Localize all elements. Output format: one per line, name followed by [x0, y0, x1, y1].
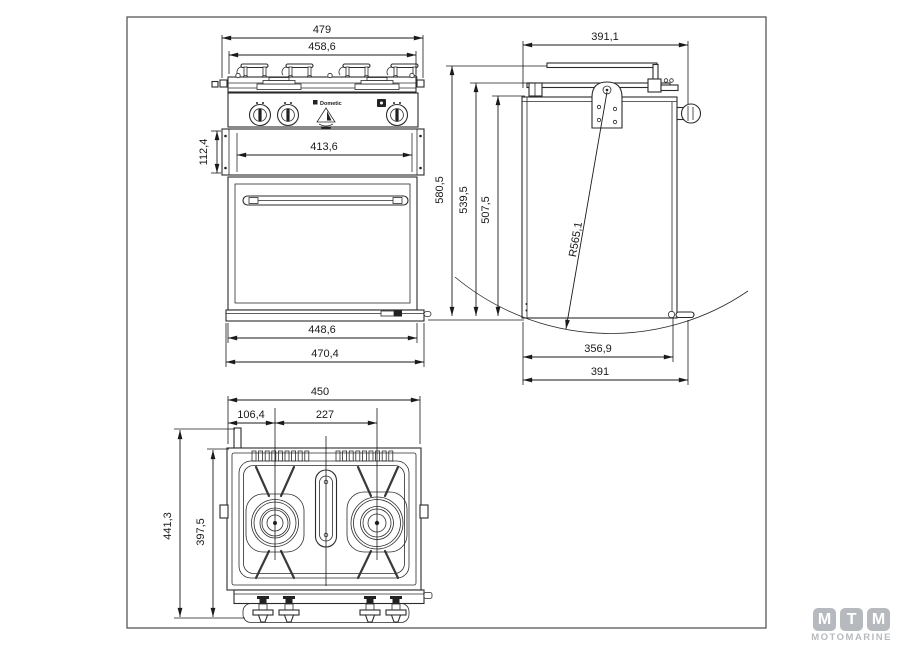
- top-dimensions: 450 106,4 227 441,3 397,5: [162, 386, 421, 619]
- dim-top-burner-offset: 106,4: [237, 409, 265, 421]
- radius-leader: [565, 91, 608, 330]
- dim-top-width: 450: [311, 386, 329, 398]
- logo-letter: M: [867, 608, 891, 631]
- gimbal-cradle: [242, 603, 410, 623]
- rim-tab-right: [416, 79, 425, 88]
- front-view: Dometic: [198, 24, 556, 367]
- control-knob-3: [385, 102, 409, 127]
- logo-subtitle: MOTOMARINE: [811, 632, 892, 643]
- side-clip-left: [219, 504, 229, 519]
- logo-letter: T: [840, 608, 864, 631]
- dim-front-overall-width: 479: [313, 24, 331, 36]
- pan-rail-top: [546, 62, 658, 69]
- rim-tab-left: [219, 79, 228, 88]
- motomarine-logo: M T M MOTOMARINE: [811, 608, 892, 643]
- burner-front-left: [256, 77, 302, 90]
- side-clip-right: [419, 504, 429, 519]
- dim-overall-height: 580,5: [434, 176, 446, 204]
- brand-mark: [313, 100, 318, 105]
- flue-tab: [233, 427, 242, 449]
- dim-top-depth-overall: 441,3: [162, 512, 174, 540]
- dim-top-burner-spacing: 227: [316, 409, 334, 421]
- side-dimensions: 391,1 539,5 507,5 R565,1 356,9 391: [458, 31, 689, 385]
- side-knob: [676, 103, 702, 124]
- pan-support-arms: [254, 465, 400, 580]
- control-knob-2: [276, 102, 300, 127]
- drawing-frame: [126, 16, 767, 629]
- burner-front-right: [354, 77, 400, 90]
- pivot-pin-left: [211, 80, 219, 88]
- side-view: 391,1 539,5 507,5 R565,1 356,9 391: [454, 31, 749, 385]
- brand-label: Dometic: [320, 101, 342, 107]
- logo-letter: M: [813, 608, 837, 631]
- dim-front-oven-width: 448,6: [308, 324, 336, 336]
- gimbal-bracket: [591, 81, 623, 129]
- igniter-button-icon: [377, 99, 386, 107]
- dim-side-depth-top: 391,1: [591, 31, 619, 43]
- dim-front-panel-height: 112,4: [198, 139, 210, 166]
- front-dimensions: 479 458,6 112,4 413,6 448,6 470,4 580,5: [198, 24, 556, 367]
- dim-side-height-mid: 539,5: [458, 186, 470, 214]
- dim-front-base-width: 470,4: [311, 348, 339, 360]
- dim-front-grate-width: 458,6: [308, 41, 336, 53]
- dim-top-depth-body: 397,5: [195, 518, 207, 546]
- dim-side-depth-mount: 391: [591, 366, 609, 378]
- oven-body-side: [521, 96, 678, 319]
- top-view: 450 106,4 227 441,3 397,5: [162, 386, 433, 623]
- dim-side-depth-base: 356,9: [584, 343, 612, 355]
- dim-front-tray-width: 413,6: [310, 141, 338, 153]
- oven-door-handle: [242, 195, 409, 206]
- boat-icon: [316, 107, 336, 127]
- vent-slots: [251, 450, 394, 462]
- door-latch: [380, 310, 395, 317]
- swing-arc: [454, 276, 749, 334]
- pivot-pin-side: [667, 310, 695, 319]
- pivot-pin-right: [423, 311, 432, 317]
- gimbal-tray: [221, 128, 425, 176]
- control-knob-1: [248, 102, 272, 127]
- mount-feet: [252, 596, 407, 623]
- dim-side-height-body: 507,5: [480, 196, 492, 224]
